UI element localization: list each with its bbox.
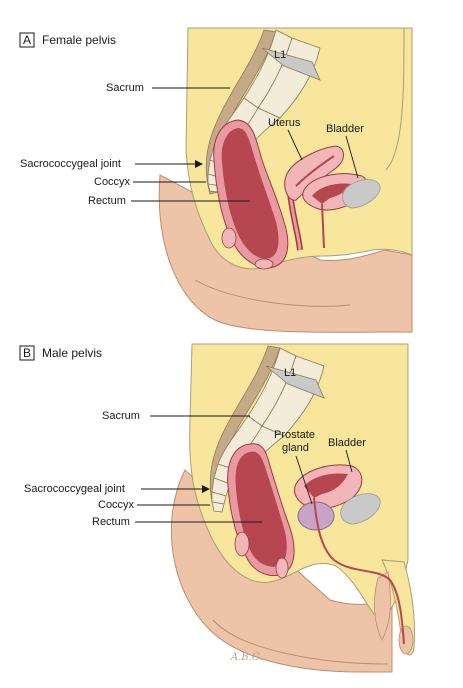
male-label-l1: L1 — [284, 367, 296, 379]
male-gluteal-fold — [212, 619, 389, 665]
female-label-uterus: Uterus — [268, 117, 301, 129]
male-leader-bladder — [345, 449, 353, 473]
female-leader-uterus — [287, 129, 303, 161]
male-label-sacrococcygeal-joint: Sacrococcygeal joint — [24, 483, 125, 495]
female-label-l1: L1 — [274, 49, 286, 61]
male-arrow-sacrococcygeal — [202, 485, 210, 493]
female-intervertebral-disc — [261, 47, 321, 81]
male-label-prostate-line2: gland — [282, 442, 309, 454]
male-intervertebral-disc — [265, 365, 325, 399]
male-pubic-bone — [340, 493, 381, 525]
female-pelvis-panel: A Female pelvis — [19, 27, 413, 333]
male-label-bladder: Bladder — [328, 437, 366, 449]
panel-a-letter-box — [19, 32, 35, 48]
panel-a-letter: A — [23, 33, 31, 47]
female-label-sacrum: Sacrum — [106, 82, 144, 94]
female-rectum — [221, 128, 279, 259]
female-levator-blob — [221, 227, 237, 249]
male-label-sacrum: Sacrum — [102, 410, 140, 422]
male-coccyx-2 — [211, 501, 225, 513]
panel-a-title: Female pelvis — [42, 33, 116, 47]
male-label-coccyx: Coccyx — [98, 499, 135, 511]
female-label-rectum: Rectum — [88, 195, 126, 207]
female-bladder-lumen — [312, 183, 352, 204]
panel-b-title: Male pelvis — [42, 346, 102, 360]
panel-b-letter-box — [19, 345, 35, 361]
panel-b-letter: B — [23, 346, 31, 360]
female-uterine-cavity — [295, 155, 335, 187]
male-pelvis-panel: B Male pelvis — [19, 343, 415, 673]
female-pubic-bone — [342, 179, 381, 209]
male-label-prostate-line1: Prostate — [274, 429, 315, 441]
artist-signature: A.B.G. — [230, 652, 263, 663]
female-label-bladder: Bladder — [326, 123, 364, 135]
male-scrotum — [374, 571, 391, 641]
male-anal-sphincter — [275, 557, 289, 579]
male-urethra — [313, 497, 405, 645]
female-anal-sphincter — [254, 258, 274, 270]
male-leader-prostate — [295, 455, 313, 505]
female-arrow-sacrococcygeal — [195, 160, 203, 168]
male-levator-blob — [234, 531, 250, 557]
male-label-rectum: Rectum — [92, 516, 130, 528]
female-gluteal-fold — [194, 279, 351, 307]
female-label-sacrococcygeal-joint: Sacrococcygeal joint — [20, 158, 121, 170]
female-label-coccyx: Coccyx — [94, 176, 131, 188]
female-urethra — [321, 203, 325, 249]
female-abdominal-line — [385, 27, 405, 171]
male-glans — [398, 625, 414, 655]
male-bladder-lumen — [304, 473, 348, 498]
female-leader-bladder — [345, 135, 359, 179]
